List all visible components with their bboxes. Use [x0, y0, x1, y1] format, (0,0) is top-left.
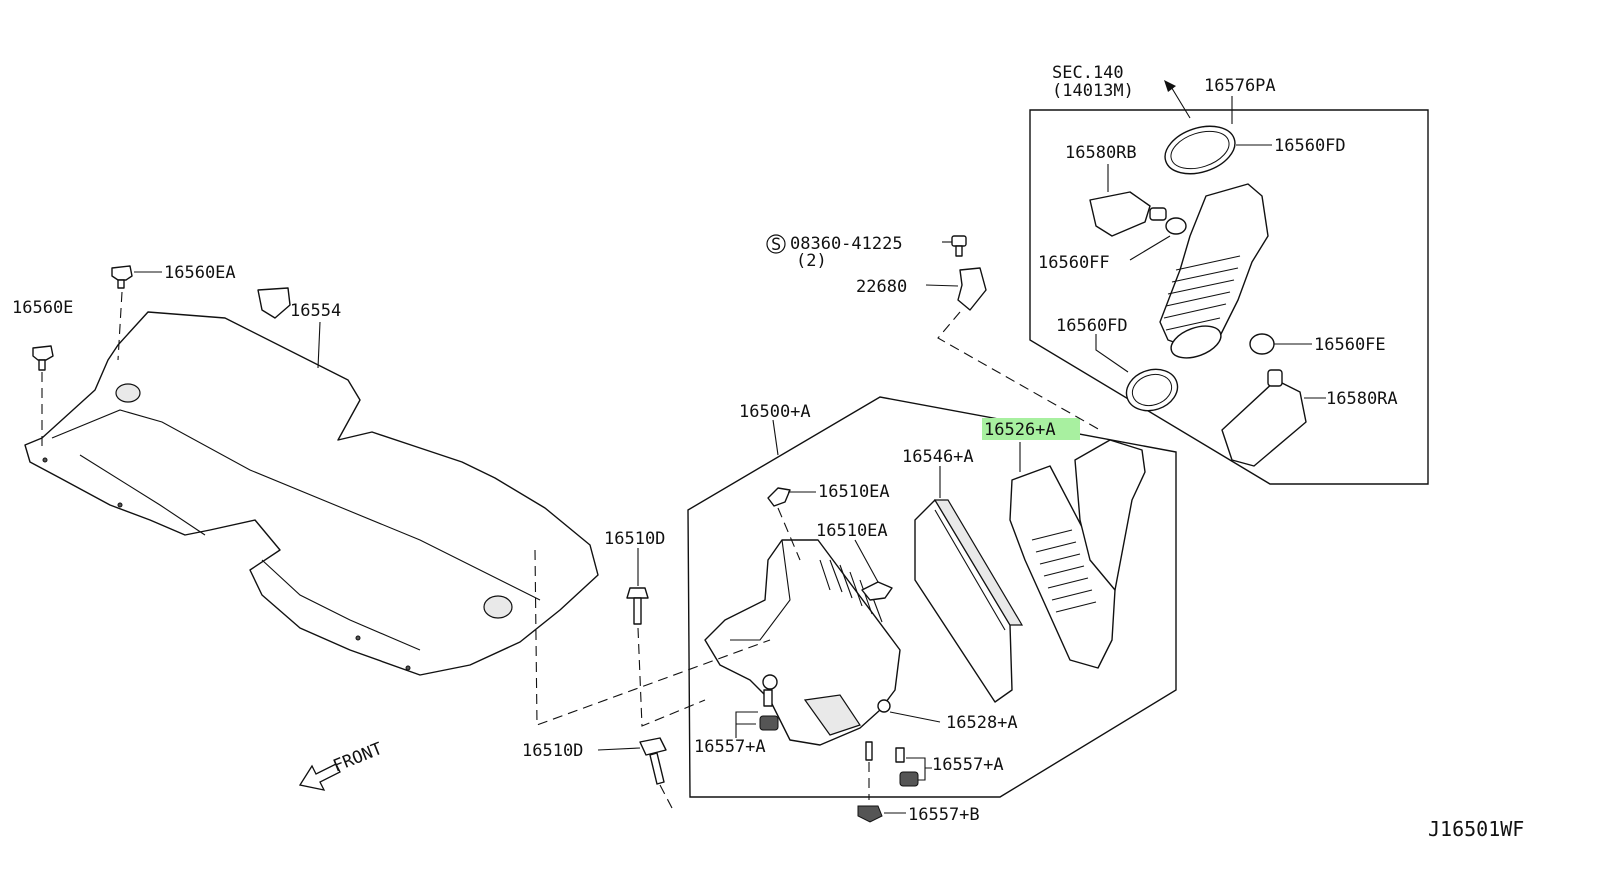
leader-line	[772, 419, 779, 456]
label-front: FRONT	[330, 739, 385, 777]
label-16510ea-mid: 16510EA	[816, 521, 888, 541]
label-16510d-bottom: 16510D	[522, 741, 583, 761]
arrow-up-icon	[1164, 80, 1176, 92]
air-cleaner-frame	[687, 396, 1177, 798]
guide-line	[534, 549, 771, 726]
clip-16560e-icon	[32, 345, 54, 371]
resonator-16580ra-icon	[1221, 369, 1307, 467]
screw-symbol: S	[771, 235, 781, 255]
label-16500a: 16500+A	[739, 402, 811, 422]
resonator-16580rb-icon	[1089, 191, 1167, 237]
sensor-22680-icon	[257, 287, 291, 319]
label-16580rb: 16580RB	[1065, 143, 1137, 163]
clip-16510ea-top-icon	[767, 487, 791, 507]
leader-line	[1129, 235, 1171, 261]
label-16557b: 16557+B	[908, 805, 980, 825]
bolt-16510d-bottom-icon	[639, 737, 667, 785]
clamp-16560fe-icon	[1249, 333, 1275, 355]
engine-cover	[24, 311, 599, 676]
grommet-16557a-right-icon	[895, 747, 919, 787]
label-16560ea: 16560EA	[164, 263, 236, 283]
clip-16510ea-mid-icon	[861, 581, 893, 601]
guide-line	[937, 311, 1101, 431]
label-sec-140: SEC.140	[1052, 63, 1124, 83]
label-08360-41225: 08360-41225	[790, 234, 903, 254]
clamp-16560ff-icon	[1165, 217, 1187, 235]
leader-line	[597, 747, 641, 751]
label-16510ea-top: 16510EA	[818, 482, 890, 502]
intake-duct-hose	[1159, 183, 1269, 359]
guide-line	[117, 291, 123, 361]
label-16560fd-top: 16560FD	[1274, 136, 1346, 156]
label-16526a[interactable]: 16526+A	[984, 420, 1056, 440]
leader-line	[889, 711, 941, 723]
label-16557a-left: 16557+A	[694, 737, 766, 757]
diagram-id: J16501WF	[1428, 817, 1524, 841]
leader-line	[1095, 334, 1129, 373]
label-16528a: 16528+A	[946, 713, 1018, 733]
label-16546a: 16546+A	[902, 447, 974, 467]
intake-duct-frame	[1029, 109, 1429, 485]
clamp-16560fd-mid-icon	[1125, 368, 1179, 412]
front-arrow-icon	[298, 763, 341, 791]
grommet-16557a-left-icon	[759, 689, 779, 731]
bolt-16510d-top-icon	[626, 587, 649, 625]
leader-line	[906, 757, 932, 781]
label-16560ff: 16560FF	[1038, 253, 1110, 273]
label-16557a-right: 16557+A	[932, 755, 1004, 775]
label-16510d-top: 16510D	[604, 529, 665, 549]
air-cleaner-upper-cover	[1009, 439, 1146, 669]
highlight-16526a	[982, 418, 1080, 440]
guide-line	[659, 784, 673, 809]
guide-line	[637, 627, 706, 727]
label-16580ra: 16580RA	[1326, 389, 1398, 409]
label-screw-qty: (2)	[796, 251, 827, 271]
air-cleaner-lower-case	[704, 539, 901, 746]
label-22680: 22680	[856, 277, 907, 297]
label-16576pa: 16576PA	[1204, 76, 1276, 96]
label-16560e: 16560E	[12, 298, 73, 318]
screw-08360-icon	[951, 235, 967, 257]
label-16560fe: 16560FE	[1314, 335, 1386, 355]
leader-line	[925, 284, 959, 287]
clip-16560ea-icon	[111, 265, 133, 289]
leader-line	[317, 321, 321, 369]
leader-line	[854, 539, 879, 583]
arrow-line	[1169, 84, 1191, 119]
label-16560fd-mid: 16560FD	[1056, 316, 1128, 336]
mass-air-sensor-icon	[957, 267, 987, 311]
label-16554: 16554	[290, 301, 341, 321]
leader-line	[735, 711, 758, 738]
clamp-16560fd-top-icon	[1164, 125, 1236, 175]
guide-line	[777, 507, 801, 561]
grommet-16557b-icon	[857, 741, 883, 823]
screw-symbol-icon	[766, 234, 786, 254]
air-filter-element	[914, 499, 1024, 703]
label-14013m: (14013M)	[1052, 81, 1134, 101]
